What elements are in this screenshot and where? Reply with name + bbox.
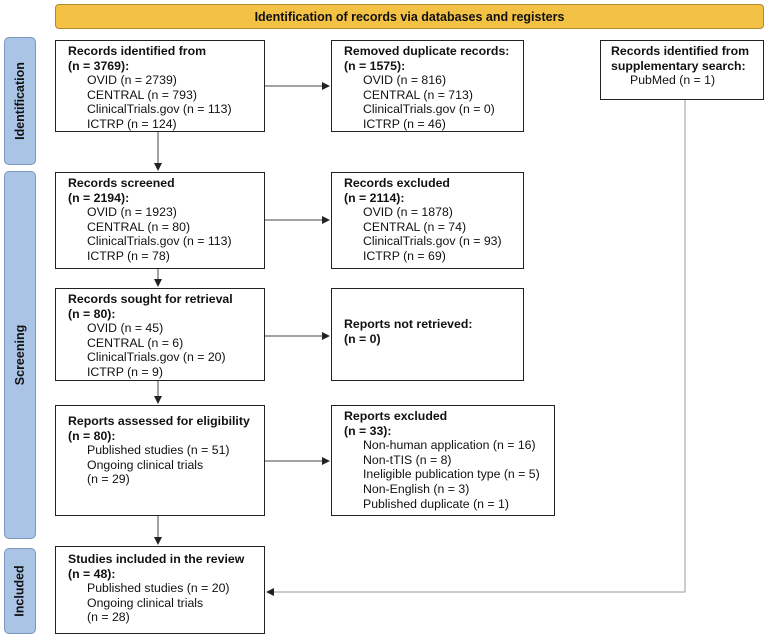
box-count: (n = 2194):: [68, 190, 130, 205]
list-item: OVID (n = 45): [87, 321, 164, 336]
list-item: CENTRAL (n = 80): [87, 219, 191, 234]
list-item: Non-human application (n = 16): [363, 438, 536, 453]
list-item: ICTRP (n = 9): [87, 364, 163, 379]
box-studies-included: Studies included in the review (n = 48):…: [55, 546, 265, 634]
box-removed-duplicates: Removed duplicate records: (n = 1575): O…: [331, 40, 524, 132]
box-title: Records screened: [68, 176, 175, 190]
list-item: CENTRAL (n = 6): [87, 335, 184, 350]
box-count: (n = 48):: [68, 566, 116, 581]
list-item: ClinicalTrials.gov (n = 113): [87, 102, 232, 117]
box-count: (n = 80):: [68, 306, 116, 321]
list-item: ClinicalTrials.gov (n = 0): [363, 102, 495, 117]
box-title: Records identified from: [68, 44, 207, 58]
phase-included: Included: [4, 548, 36, 634]
box-count: (n = 80):: [68, 428, 116, 443]
list-item: OVID (n = 2739): [87, 73, 177, 88]
box-records-screened: Records screened (n = 2194): OVID (n = 1…: [55, 172, 265, 269]
list-item: ICTRP (n = 124): [87, 116, 177, 131]
list-item: Ineligible publication type (n = 5): [363, 467, 540, 482]
box-title: Records identified from: [611, 44, 750, 58]
box-count: (n = 2114):: [344, 190, 405, 205]
list-item: Published studies (n = 20): [87, 581, 230, 596]
list-item: ICTRP (n = 46): [363, 116, 446, 131]
list-item: (n = 29): [87, 472, 130, 487]
list-item: CENTRAL (n = 713): [363, 87, 473, 102]
box-reports-not-retrieved: Reports not retrieved: (n = 0): [331, 288, 524, 381]
list-item: OVID (n = 1923): [87, 205, 177, 220]
list-item: ICTRP (n = 78): [87, 248, 170, 263]
box-reports-excluded: Reports excluded (n = 33): Non-human app…: [331, 405, 555, 516]
list-item: Non-English (n = 3): [363, 481, 470, 496]
box-reports-assessed: Reports assessed for eligibility (n = 80…: [55, 405, 265, 516]
list-item: Published studies (n = 51): [87, 443, 230, 458]
box-title: Studies included in the review: [68, 552, 245, 566]
box-title-line2: supplementary search:: [611, 58, 746, 73]
list-item: (n = 28): [87, 610, 130, 625]
phase-screening: Screening: [4, 171, 36, 539]
list-item: CENTRAL (n = 793): [87, 87, 197, 102]
list-item: ClinicalTrials.gov (n = 93): [363, 234, 502, 249]
box-count: (n = 33):: [344, 423, 392, 438]
box-count: (n = 1575):: [344, 58, 406, 73]
list-item: PubMed (n = 1): [630, 73, 716, 88]
box-title: Records sought for retrieval: [68, 292, 233, 306]
header-banner: Identification of records via databases …: [55, 4, 764, 29]
phase-identification: Identification: [4, 37, 36, 165]
box-records-excluded: Records excluded (n = 2114): OVID (n = 1…: [331, 172, 524, 269]
box-title: Reports assessed for eligibility: [68, 414, 250, 428]
list-item: CENTRAL (n = 74): [363, 219, 467, 234]
arrow-supplementary-to-included: [266, 100, 686, 596]
box-count: (n = 3769):: [68, 58, 130, 73]
box-supplementary-search: Records identified from supplementary se…: [600, 40, 764, 100]
box-title: Reports not retrieved:: [344, 317, 473, 331]
list-item: Ongoing clinical trials: [87, 457, 204, 472]
list-item: Ongoing clinical trials: [87, 595, 204, 610]
list-item: OVID (n = 816): [363, 73, 447, 88]
list-item: ClinicalTrials.gov (n = 113): [87, 234, 232, 249]
list-item: Non-tTIS (n = 8): [363, 452, 452, 467]
box-count: (n = 0): [344, 331, 381, 346]
box-title: Reports excluded: [344, 409, 448, 423]
list-item: ICTRP (n = 69): [363, 248, 446, 263]
box-records-identified: Records identified from (n = 3769): OVID…: [55, 40, 265, 132]
list-item: Published duplicate (n = 1): [363, 496, 509, 511]
box-title: Records excluded: [344, 176, 450, 190]
box-title: Removed duplicate records:: [344, 44, 510, 58]
box-records-sought: Records sought for retrieval (n = 80): O…: [55, 288, 265, 381]
list-item: OVID (n = 1878): [363, 205, 453, 220]
list-item: ClinicalTrials.gov (n = 20): [87, 350, 226, 365]
